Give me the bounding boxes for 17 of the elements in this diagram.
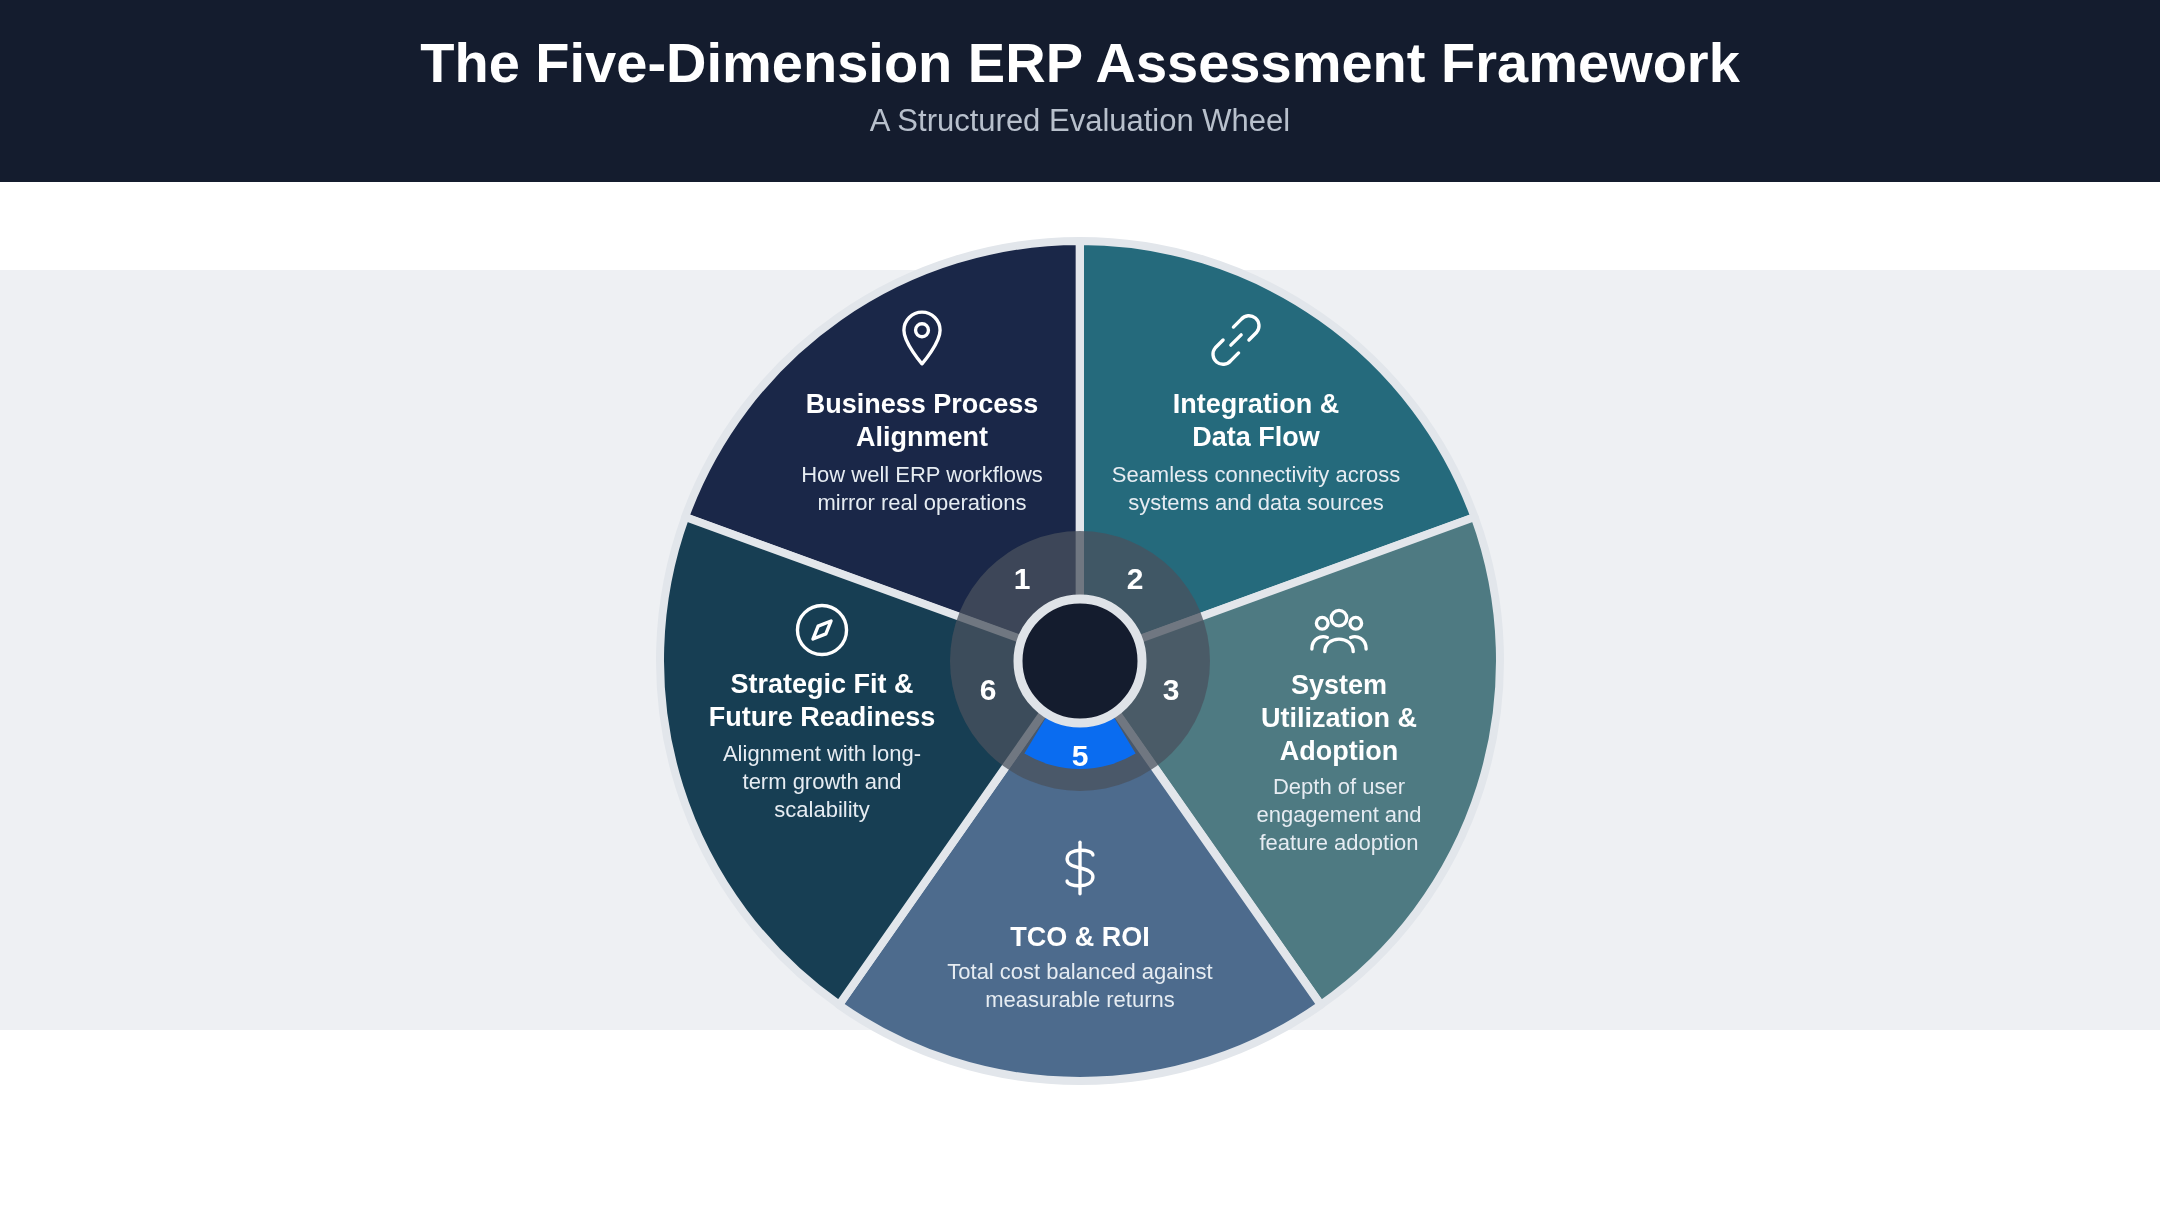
segment-description: Alignment with long-term growth and scalability bbox=[721, 740, 923, 824]
segment-description: Depth of user engagement and feature adoption bbox=[1255, 773, 1423, 857]
segment-number: 3 bbox=[1162, 673, 1180, 707]
segment-title: Integration & Data Flow bbox=[1171, 388, 1341, 454]
segment-number: 2 bbox=[1126, 562, 1144, 596]
segment-description: How well ERP workflows mirror real operations bbox=[800, 461, 1044, 517]
segment-title: Business Process Alignment bbox=[804, 388, 1040, 454]
segment-title: System Utilization & Adoption bbox=[1260, 668, 1418, 768]
segment-title: Strategic Fit & Future Readiness bbox=[707, 668, 937, 734]
segment-number: 6 bbox=[979, 673, 997, 707]
segment-title: TCO & ROI bbox=[1009, 920, 1151, 954]
segment-description: Total cost balanced against measurable returns bbox=[946, 958, 1214, 1014]
segment-number: 5 bbox=[1071, 739, 1089, 773]
segment-number: 1 bbox=[1013, 562, 1031, 596]
segment-description: Seamless connectivity across systems and data sources bbox=[1110, 461, 1402, 517]
subtitle: A Structured Evaluation Wheel bbox=[868, 103, 1292, 139]
title: The Five-Dimension ERP Assessment Framework bbox=[419, 30, 1741, 95]
